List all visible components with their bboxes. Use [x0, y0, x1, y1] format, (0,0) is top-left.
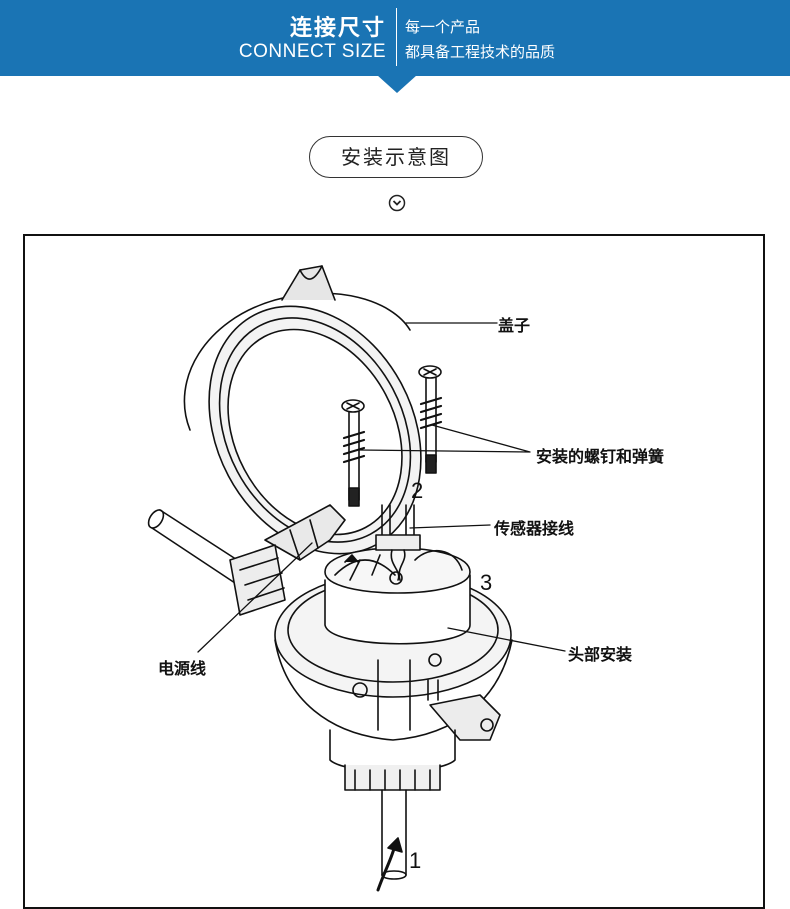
- label-head-installation: 头部安装: [568, 645, 633, 664]
- header-subtitle-line1: 每一个产品: [405, 18, 481, 36]
- label-screws-springs: 安装的螺钉和弹簧: [536, 447, 665, 466]
- screw-left: [341, 399, 366, 507]
- header-divider: [396, 8, 397, 66]
- header-title-en: CONNECT SIZE: [238, 41, 386, 62]
- screw-right: [418, 365, 443, 474]
- diagram-frame: [23, 234, 765, 909]
- section-title: 安装示意图: [309, 136, 483, 178]
- step-number-3: 3: [480, 570, 493, 595]
- header-banner: 连接尺寸 CONNECT SIZE 每一个产品 都具备工程技术的品质: [0, 0, 790, 76]
- banner-pointer: [377, 75, 417, 93]
- step-number-1: 1: [409, 848, 422, 873]
- label-sensor-wiring: 传感器接线: [494, 519, 575, 538]
- installation-diagram: [147, 265, 566, 892]
- step-number-2: 2: [411, 478, 424, 503]
- chevron-down-circle-icon: [388, 194, 406, 212]
- sensor-wires: [375, 504, 421, 581]
- header-subtitle-line2: 都具备工程技术的品质: [405, 43, 556, 61]
- header-title-cn: 连接尺寸: [289, 16, 386, 41]
- label-power-line: 电源线: [158, 659, 207, 678]
- sensor-module: [324, 547, 471, 645]
- power-cable: [147, 509, 286, 616]
- label-cover: 盖子: [498, 316, 531, 335]
- sensor-stem: [377, 659, 439, 880]
